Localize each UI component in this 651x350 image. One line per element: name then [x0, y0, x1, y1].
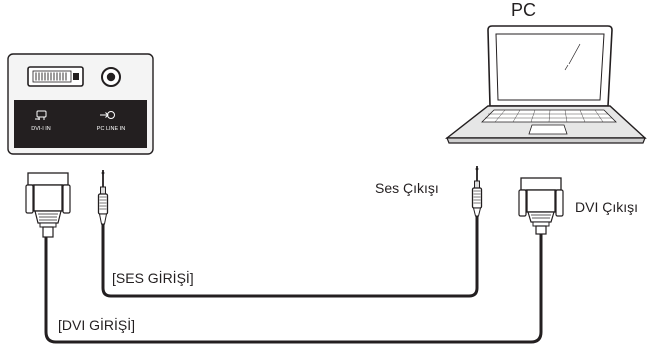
line-in-jack [101, 67, 121, 87]
audio-in-label: [SES GİRİŞİ] [112, 270, 194, 286]
display-input-panel [7, 53, 154, 155]
dvi-in-label: [DVI GİRİŞİ] [58, 317, 136, 333]
dvi-port [27, 66, 84, 87]
cables [44, 212, 543, 344]
audio-plug-right [471, 166, 483, 217]
pc-laptop [444, 25, 647, 144]
pc-label: PC [511, 0, 537, 20]
audio-cable [101, 212, 479, 298]
dvi-cable [44, 230, 543, 344]
line-in-port-label: PC LINE IN [96, 126, 126, 132]
line-in-icon [100, 111, 115, 119]
audio-plug-left [97, 170, 109, 237]
dvi-in-port-label: DVI-I IN [31, 126, 51, 132]
dvi-connector-right [518, 177, 564, 235]
audio-out-label: Ses Çıkışı [375, 180, 439, 196]
dvi-connector-left [25, 172, 71, 238]
dvi-in-icon [35, 110, 47, 120]
dvi-out-label: DVI Çıkışı [575, 199, 639, 215]
panel-dark-strip [14, 100, 147, 148]
